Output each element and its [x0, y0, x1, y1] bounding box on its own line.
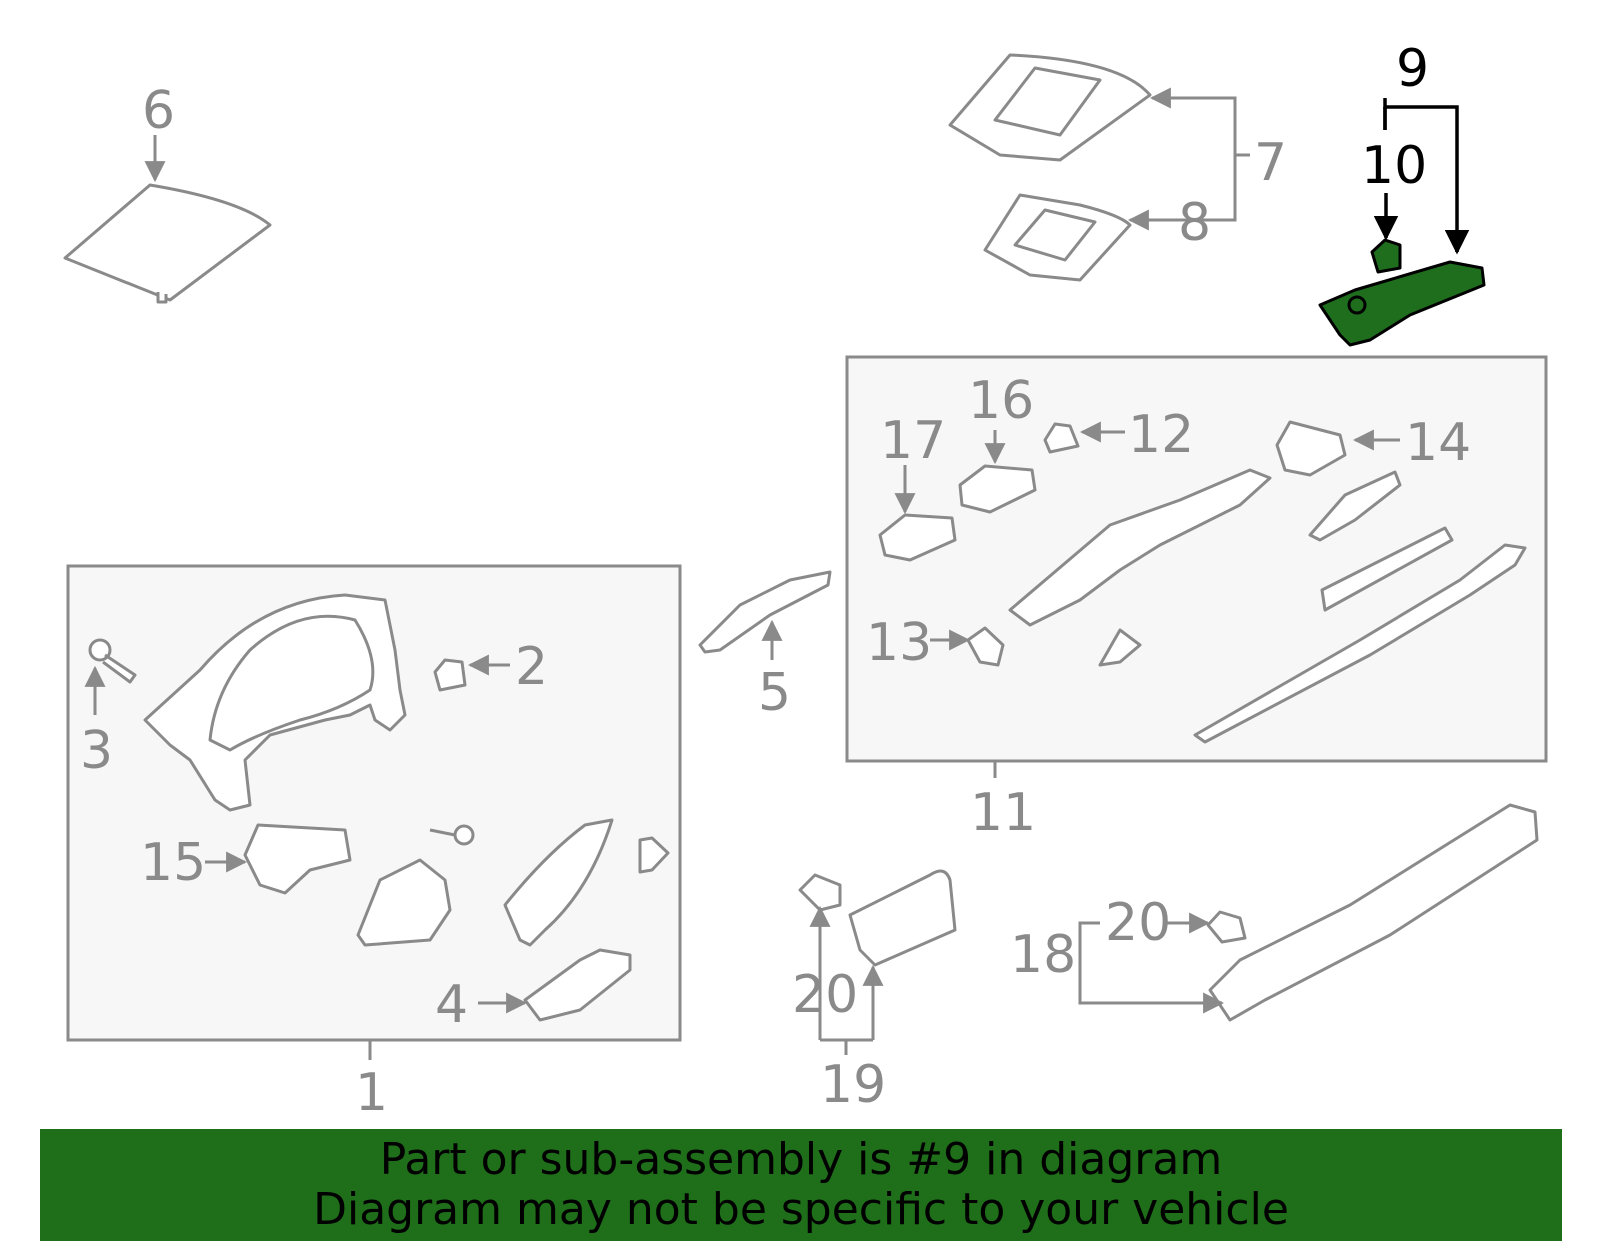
callout-17: 17 [880, 411, 946, 471]
callout-3: 3 [80, 721, 113, 781]
callout-5: 5 [758, 663, 791, 723]
part-1-screw-small [429, 824, 475, 846]
callout-15: 15 [140, 833, 206, 893]
part-8-opening [1013, 208, 1097, 262]
part-16-vent [958, 464, 1037, 514]
callout-19: 19 [820, 1055, 886, 1115]
part-11-strip [1320, 526, 1454, 612]
part-2-clip [433, 658, 467, 692]
callout-9: 9 [1396, 39, 1429, 99]
part-4-bracket [523, 948, 632, 1022]
part-11-cap [1098, 628, 1142, 667]
part-6-cover [63, 183, 272, 302]
callout-13: 13 [866, 613, 932, 673]
part-20-clip-right [1206, 910, 1247, 944]
callout-20-left: 20 [792, 965, 858, 1025]
leader-18-bracket [1078, 921, 1220, 1005]
part-17-vent [878, 513, 957, 562]
part-1-panel [503, 818, 614, 947]
callout-18: 18 [1010, 925, 1076, 985]
part-13-clip [966, 626, 1005, 667]
callout-8: 8 [1178, 193, 1211, 253]
callout-1: 1 [355, 1063, 388, 1123]
part-3-screw [88, 638, 137, 684]
part-1-cap [638, 836, 670, 874]
part-9-hole [1347, 295, 1367, 315]
part-6-tab [156, 292, 168, 304]
part-1-cluster-opening [208, 614, 375, 752]
callout-10: 10 [1361, 136, 1427, 196]
part-11-long-bracket [1193, 543, 1527, 744]
part-20-clip-left [798, 873, 842, 912]
callout-6: 6 [142, 81, 175, 141]
callout-14: 14 [1405, 413, 1471, 473]
part-1-bracket-center [356, 858, 452, 947]
callout-4: 4 [435, 975, 468, 1035]
callout-12: 12 [1128, 405, 1194, 465]
part-11-duct [1008, 468, 1272, 627]
part-5-bracket [698, 570, 832, 654]
part-19-panel [848, 869, 957, 967]
leader-9-bracket [1383, 98, 1459, 252]
part-12-clip [1043, 422, 1080, 454]
part-11-clip-right [1308, 470, 1402, 542]
info-banner: Part or sub-assembly is #9 in diagram Di… [40, 1129, 1562, 1241]
part-7-opening [993, 66, 1102, 137]
callout-20-right: 20 [1105, 893, 1171, 953]
part-15-switch [243, 823, 352, 895]
banner-line-2: Diagram may not be specific to your vehi… [313, 1184, 1289, 1235]
part-10-clip[interactable] [1370, 238, 1402, 274]
part-9-trim[interactable] [1318, 260, 1486, 347]
group-box-11 [845, 355, 1548, 763]
part-14-vent [1275, 420, 1347, 477]
callout-16: 16 [968, 371, 1034, 431]
banner-line-1: Part or sub-assembly is #9 in diagram [379, 1134, 1223, 1185]
part-18-sill-trim [1208, 803, 1539, 1022]
leader-7-8 [1155, 96, 1237, 222]
callout-7: 7 [1254, 133, 1287, 193]
callout-11: 11 [970, 783, 1036, 843]
callout-2: 2 [515, 637, 548, 697]
